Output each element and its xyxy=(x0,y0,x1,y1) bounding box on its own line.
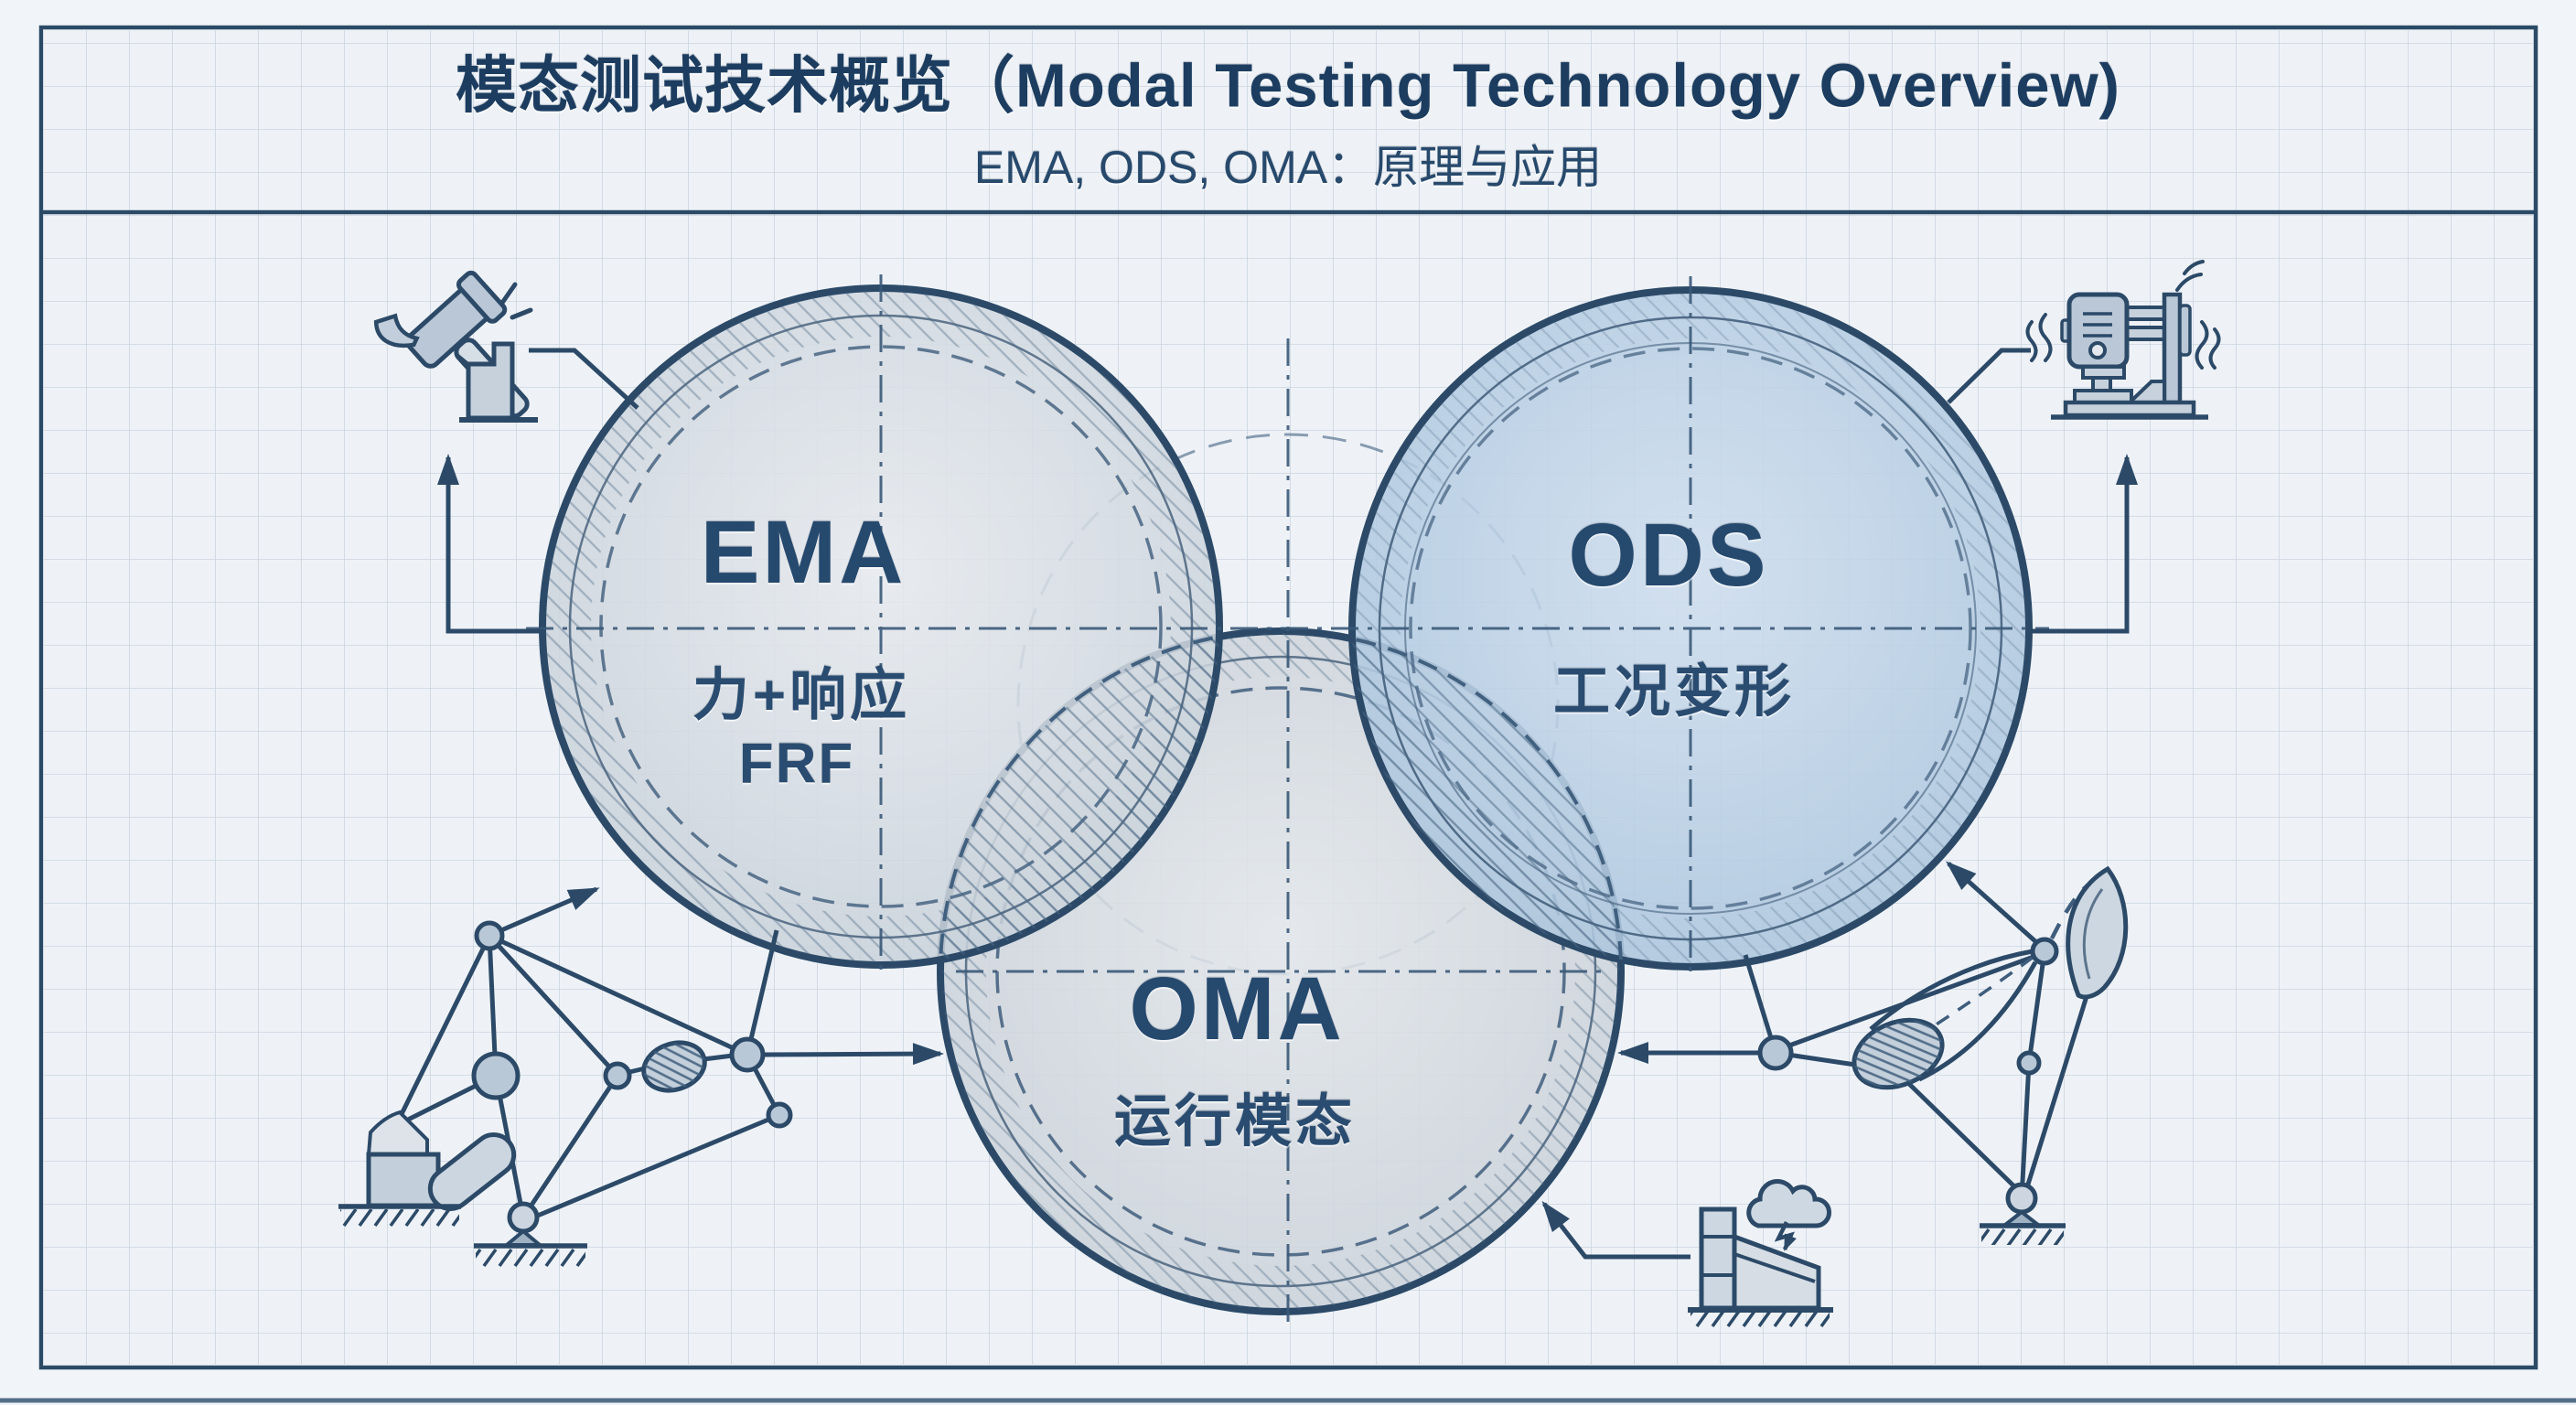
oma-label: OMA xyxy=(1129,959,1345,1058)
oma-hidden-edge-left xyxy=(939,629,1219,965)
arrow-structure-to-oma-left xyxy=(762,1043,944,1066)
oma-hidden-edge-right xyxy=(1352,629,1623,967)
test-structure-graph-icon xyxy=(338,920,793,1267)
vibration-shaker-icon xyxy=(2025,260,2221,420)
wind-cloud-icon xyxy=(1746,1178,1832,1228)
wind-gust-arrow xyxy=(1774,1220,1797,1251)
arrow-structure-to-ods xyxy=(1946,861,2038,944)
impact-hammer-icon xyxy=(373,270,538,423)
ema-desc-line2: FRF xyxy=(738,732,855,796)
link-ods-to-shaker xyxy=(1947,348,2031,404)
page-title: 模态测试技术概览（Modal Testing Technology Overvi… xyxy=(456,51,2120,121)
oma-desc-line1: 运行模态 xyxy=(1113,1090,1357,1153)
ema-desc-line1: 力+响应 xyxy=(692,664,911,727)
arrow-building-to-oma xyxy=(1541,1200,1690,1260)
ods-label: ODS xyxy=(1568,505,1769,605)
vibration-squiggles xyxy=(2025,260,2221,370)
link-anvil-to-ema xyxy=(529,348,639,410)
structure-nodes xyxy=(1757,937,2059,1215)
building-wind-excitation-icon xyxy=(1688,1178,1833,1329)
arrow-hammer-to-ema xyxy=(437,454,543,634)
operating-structure-blade-icon xyxy=(1743,865,2129,1245)
structure-nodes xyxy=(471,920,793,1234)
arrow-structure-to-ema xyxy=(500,886,600,933)
arrow-shaker-to-ods xyxy=(2027,454,2138,634)
crosshair-centerlines xyxy=(526,274,2049,1325)
page-subtitle: EMA, ODS, OMA：原理与应用 xyxy=(973,142,1603,193)
ema-label: EMA xyxy=(700,502,907,602)
ods-desc-line1: 工况变形 xyxy=(1552,660,1796,724)
connector-arrows xyxy=(437,348,2138,1260)
blade-shape xyxy=(2066,865,2129,1000)
